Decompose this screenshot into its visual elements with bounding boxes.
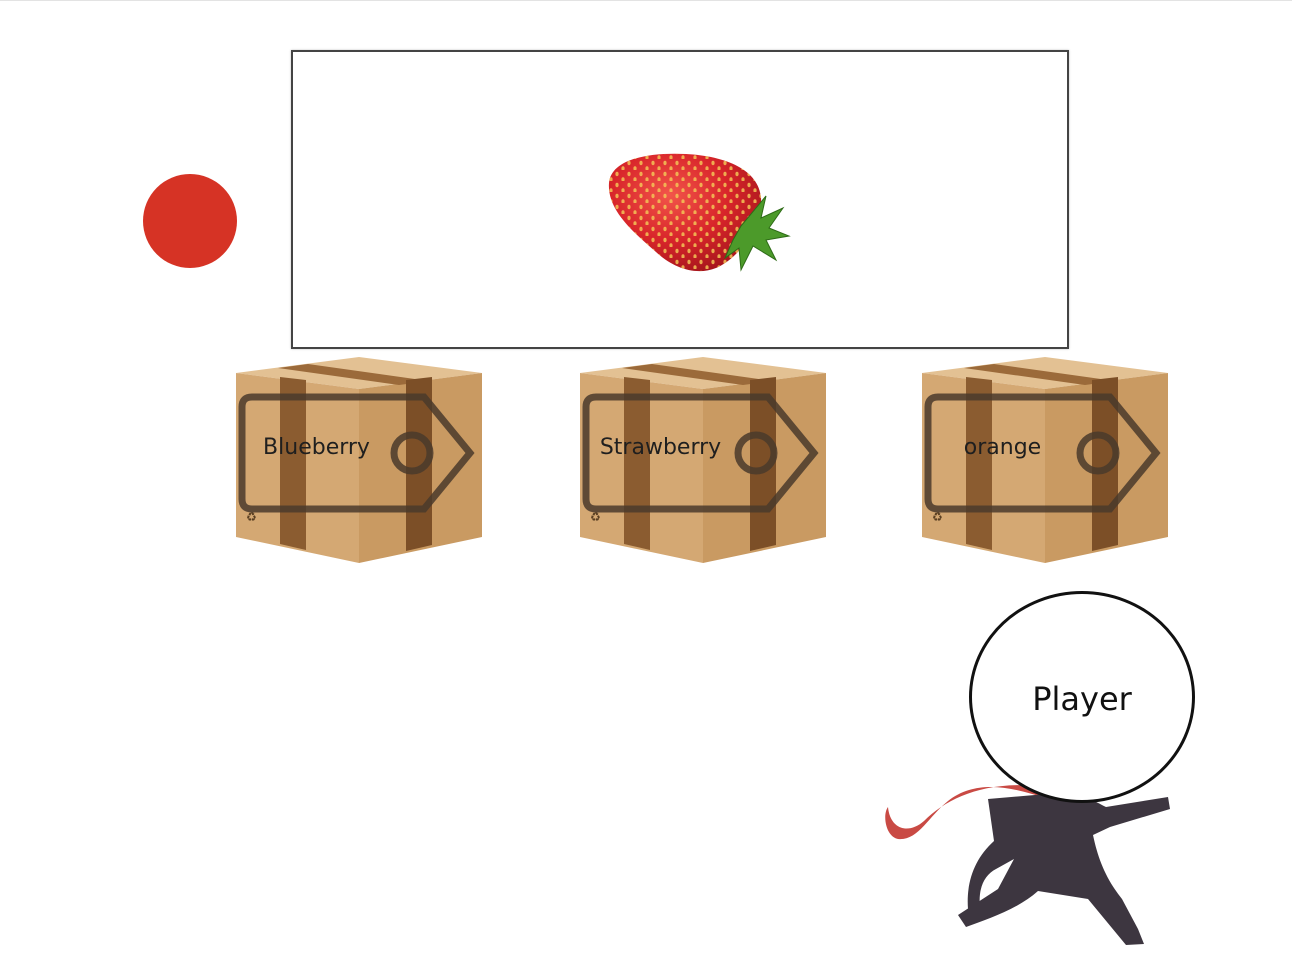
cardboard-box-icon: ♻ — [580, 357, 826, 563]
fruit-display-panel — [291, 50, 1069, 349]
box-label: Blueberry — [263, 435, 370, 460]
player-label: Player — [1032, 680, 1132, 718]
svg-text:♻: ♻ — [932, 510, 943, 524]
svg-text:♻: ♻ — [590, 510, 601, 524]
svg-text:♻: ♻ — [246, 510, 257, 524]
sort-box-orange[interactable]: ♻ orange — [920, 355, 1170, 565]
strawberry-icon — [608, 153, 791, 272]
cardboard-box-icon: ♻ — [922, 357, 1168, 563]
box-label: Strawberry — [599, 435, 722, 460]
player-head: Player — [969, 591, 1195, 803]
running-ninja-icon — [885, 785, 1170, 945]
sort-box-strawberry[interactable]: ♻ Strawberry — [578, 355, 828, 565]
status-indicator-dot — [143, 174, 237, 268]
cardboard-box-icon: ♻ — [236, 357, 482, 563]
sort-box-blueberry[interactable]: ♻ Blueberry — [234, 355, 484, 565]
box-label: orange — [963, 435, 1042, 460]
player-character[interactable]: Player — [878, 589, 1208, 959]
